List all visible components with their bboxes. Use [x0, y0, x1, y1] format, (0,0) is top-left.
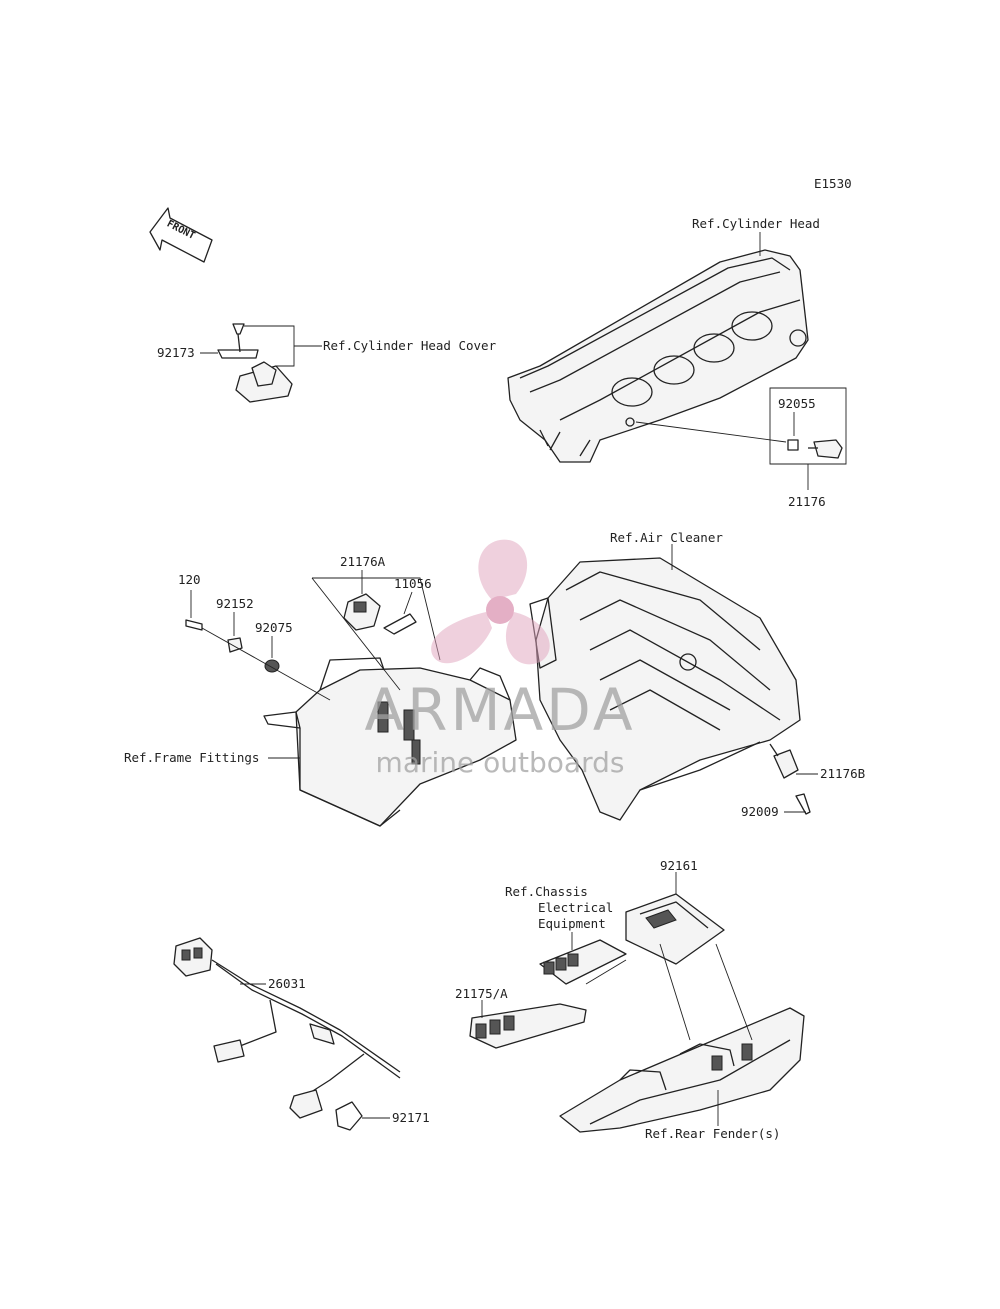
- rear-fender-illustration: [559, 1007, 805, 1133]
- label-ref-frame-fittings: Ref.Frame Fittings: [124, 750, 259, 765]
- label-ref-air-cleaner: Ref.Air Cleaner: [610, 530, 723, 545]
- label-21176A: 21176A: [340, 554, 386, 569]
- electrical-unit-illustration: [539, 939, 627, 985]
- bolt-92009: [795, 793, 811, 815]
- label-ref-chassis-line1: Ref.Chassis: [505, 884, 588, 899]
- sensor-21176A: [343, 593, 381, 631]
- label-26031: 26031: [268, 976, 306, 991]
- front-marker-label: FRONT: [165, 218, 197, 241]
- label-ref-cylinder-head-cover: Ref.Cylinder Head Cover: [323, 338, 497, 353]
- label-ref-rear-fender: Ref.Rear Fender(s): [645, 1126, 780, 1141]
- label-11056: 11056: [394, 576, 432, 591]
- label-120: 120: [178, 572, 201, 587]
- cylinder-head-illustration: [507, 249, 809, 463]
- label-ref-chassis-line2: Electrical: [538, 900, 613, 915]
- sensor-21176B: [769, 743, 799, 779]
- sensor-21176: [808, 439, 843, 459]
- head-cover-sensor-illustration: [217, 323, 293, 403]
- label-21176: 21176: [788, 494, 826, 509]
- label-ref-chassis-line3: Equipment: [538, 916, 606, 931]
- label-92075: 92075: [255, 620, 293, 635]
- label-92152: 92152: [216, 596, 254, 611]
- label-92173: 92173: [157, 345, 195, 360]
- watermark-tagline: marine outboards: [376, 746, 625, 779]
- ecu-bracket-92161: [625, 893, 725, 965]
- label-21176B: 21176B: [820, 766, 865, 781]
- front-arrow-icon: FRONT: [149, 207, 213, 263]
- diagram-code: E1530: [814, 176, 852, 191]
- frame-tray-illustration: [263, 657, 517, 827]
- bracket-11056: [383, 613, 417, 635]
- ecu-21175A: [469, 1003, 587, 1049]
- watermark-brand: ARMADA: [364, 676, 635, 744]
- collar-92152: [227, 637, 243, 653]
- label-92171: 92171: [392, 1110, 430, 1125]
- washer-92055: [787, 439, 799, 451]
- label-ref-cylinder-head: Ref.Cylinder Head: [692, 216, 820, 231]
- armada-logo-icon: [431, 539, 550, 665]
- callout-box-21176: [769, 387, 847, 465]
- label-21175A: 21175/A: [455, 986, 508, 1001]
- label-92055: 92055: [778, 396, 816, 411]
- harness-26031-illustration: [173, 937, 401, 1119]
- label-92161: 92161: [660, 858, 698, 873]
- bolt-120: [185, 619, 203, 631]
- label-92009: 92009: [741, 804, 779, 819]
- clamp-92171: [335, 1101, 363, 1131]
